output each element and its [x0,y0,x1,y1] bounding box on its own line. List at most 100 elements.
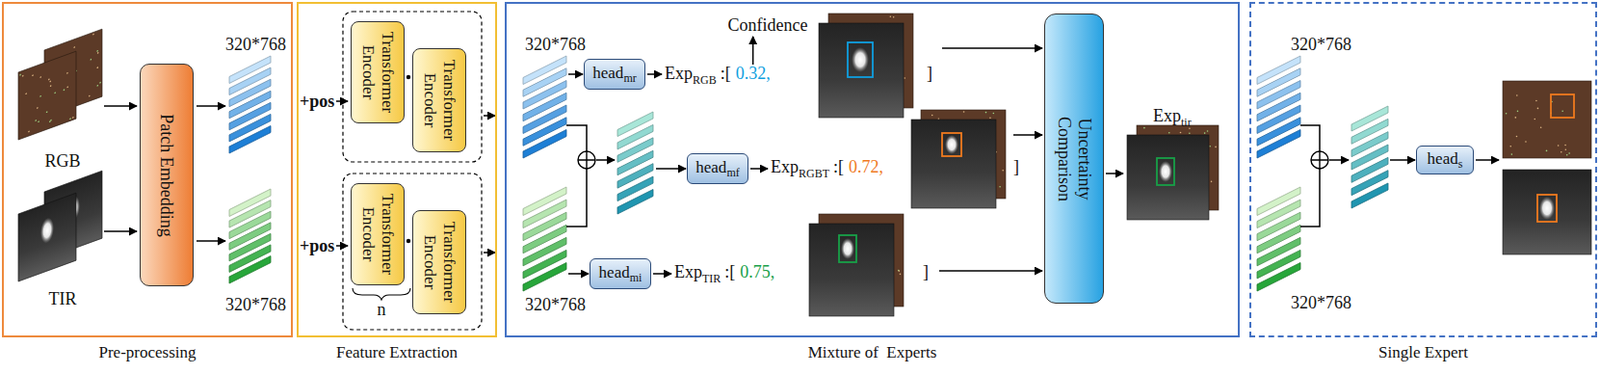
tensor-size: 320*768 [1290,292,1352,313]
label-group: Confidence [728,15,809,36]
image-speck [1546,150,1548,153]
front-image [911,119,997,209]
encoder-group [342,173,482,330]
thermal-blob [40,215,54,246]
bracket: ] [1013,157,1020,177]
flow-arrow [568,272,589,275]
feature-plate [523,130,567,159]
image-speck [22,75,25,78]
encoder-block: Transformer Encoder [412,209,467,315]
panel-caption: Mixture of Experts [808,342,938,362]
flow-arrow [336,244,348,247]
image-speck [985,111,988,114]
panel-caption: Pre-processing [98,342,196,362]
flow-arrow [653,272,672,275]
flow-arrow [752,36,755,65]
image-speck [73,46,76,49]
image-speck [92,32,95,35]
feature-plate [1257,130,1301,159]
image-speck [1540,126,1543,129]
image-speck [1517,110,1520,113]
feature-plate [523,262,567,292]
image-speck [34,119,37,122]
panel-caption: Feature Extraction [336,342,458,362]
thermal-blob [1539,196,1555,220]
flow-arrow [655,167,686,170]
annotation: Confidence [728,15,809,35]
tir-image [1127,134,1209,220]
flow-arrow [750,167,768,170]
image-speck [903,77,906,79]
image-speck [897,269,900,272]
head-name: head [695,157,727,177]
image-speck [963,110,966,113]
image-speck [53,91,56,94]
flow-arrow [566,168,587,227]
encoder-block: Transformer Encoder [350,21,405,124]
bracket: :[ [833,157,844,177]
expert-subscript: tir [1180,115,1192,130]
head-text-holder: heads [1427,150,1464,170]
tensor-size: 320*768 [225,294,287,315]
block-title: Transformer Encoder [420,221,459,303]
image-speck [50,119,53,122]
image-speck [899,273,902,276]
flow-arrow [483,114,496,117]
image-speck [39,95,42,98]
position-embedding: +pos [299,91,335,111]
bracket: :[ [724,262,735,282]
image-speck [97,84,100,87]
stage-panel: Feature ExtractionTransformer EncoderTra… [296,1,498,338]
image-speck [49,79,52,82]
head-text-holder: headmr [592,64,636,84]
label-group: ExpTIR:[0.75, [674,262,775,286]
image-speck [897,269,900,272]
image-speck [1535,100,1538,103]
head-box: headmf [686,153,749,184]
label-group: ExpRGB:[0.32, [664,63,771,87]
image-speck [1560,151,1563,154]
image-speck [1001,169,1004,172]
expert-name: Exp [1153,105,1181,126]
expert-subscript: TIR [702,271,721,286]
encoder-block: Transformer Encoder [350,183,405,286]
image-speck [1565,148,1568,151]
image-speck [99,81,102,84]
panel-caption: Single Expert [1378,342,1469,362]
feature-plate [229,256,271,285]
flow-arrow [104,104,137,107]
image-speck [36,106,39,109]
head-box: headmi [589,258,652,289]
label-group: +pos [299,91,335,112]
image-speck [1210,181,1213,184]
image-speck [998,185,1001,188]
image-speck [69,117,72,120]
modality-label: TIR [49,288,78,309]
confidence-score: 0.72, [848,157,884,177]
tensor-size: 320*768 [524,34,586,54]
target-box [847,42,873,78]
stack-dot [406,238,411,243]
label-group: +pos [299,236,335,257]
rotated-text-holder: Patch Embedding [157,78,178,272]
bracket: ] [922,262,929,282]
image-speck [1505,112,1508,115]
feature-plate [617,189,654,215]
expert-name: Exp [770,157,799,177]
flow-arrow [196,104,226,107]
thermal-blob [851,47,869,73]
tir-image [1502,169,1592,255]
image-speck [19,74,22,77]
feature-plate [229,126,271,155]
image-speck [1566,154,1569,157]
panel-caption-row: Mixture of Experts [504,342,1240,363]
front-image [1127,134,1209,220]
image-speck [1516,94,1519,97]
stack-dot [406,75,411,79]
image-speck [1524,140,1527,143]
tensor-size: 320*768 [1290,34,1352,54]
image-speck [27,130,30,132]
front-image [818,23,904,118]
tir-image [18,192,77,282]
image-speck [96,66,99,69]
